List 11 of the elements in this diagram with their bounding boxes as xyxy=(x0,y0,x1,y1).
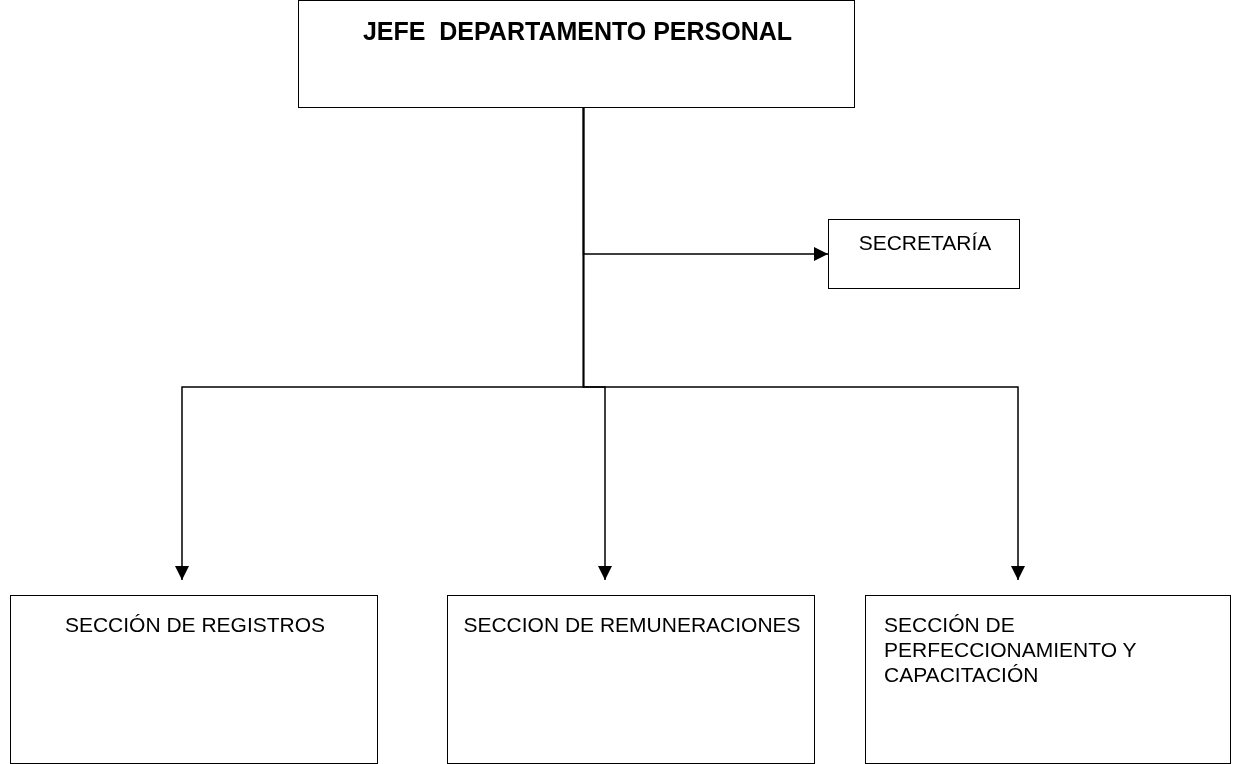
unit-name: SECCIÓN DE PERFECCIONAMIENTO Y CAPACITACIÓN xyxy=(884,612,1138,687)
unit-name: SECCION DE REMUNERACIONES xyxy=(462,612,802,637)
unit-box xyxy=(447,595,815,764)
unit-box xyxy=(865,595,1231,764)
arrow xyxy=(582,107,1025,581)
head-box xyxy=(298,0,855,108)
unit-box xyxy=(828,219,1020,289)
unit-name: SECRETARÍA xyxy=(857,230,993,255)
unit-box xyxy=(10,595,378,764)
head-title: JEFE DEPARTAMENTO PERSONAL xyxy=(361,19,794,44)
unit-name: SECCIÓN DE REGISTROS xyxy=(63,612,327,637)
